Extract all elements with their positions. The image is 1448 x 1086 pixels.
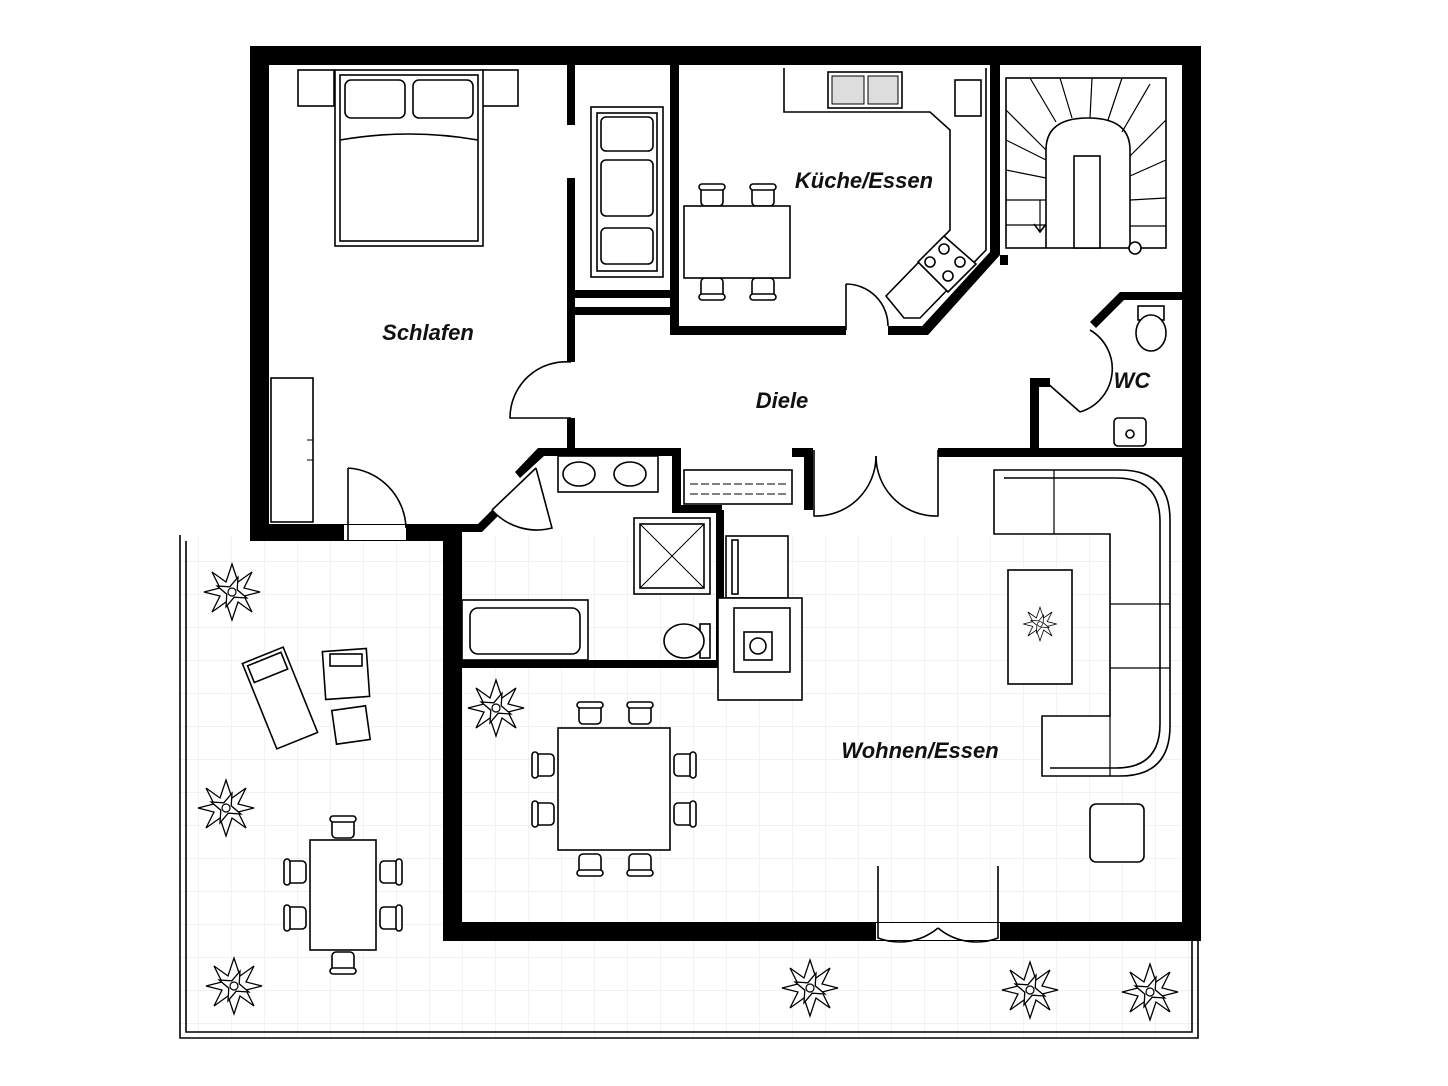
sofa bbox=[993, 469, 1171, 863]
wohnen-cabinet bbox=[717, 535, 803, 701]
wardrobe bbox=[270, 377, 314, 523]
bathroom-fixtures bbox=[461, 455, 793, 661]
label-wohnen-essen: Wohnen/Essen bbox=[841, 738, 998, 763]
doors bbox=[347, 283, 1113, 943]
label-diele: Diele bbox=[756, 388, 809, 413]
kitchen-counter bbox=[783, 68, 987, 319]
label-kueche-essen: Küche/Essen bbox=[795, 168, 933, 193]
staircase bbox=[1005, 77, 1167, 255]
bed bbox=[297, 69, 519, 247]
interior-walls bbox=[456, 65, 1183, 668]
wc-fixtures bbox=[1113, 305, 1167, 447]
closet-sofa bbox=[590, 106, 664, 278]
terrace-furniture bbox=[241, 646, 403, 975]
dining-table bbox=[531, 701, 697, 877]
label-wc: WC bbox=[1114, 368, 1152, 393]
kitchen-table bbox=[683, 183, 791, 301]
label-schlafen: Schlafen bbox=[382, 320, 474, 345]
windows bbox=[250, 46, 1201, 941]
